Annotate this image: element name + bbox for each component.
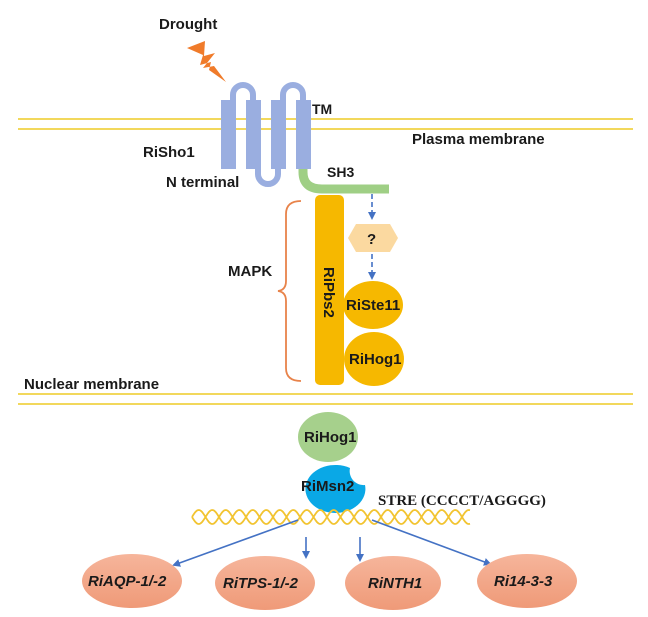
stre-label: STRE (CCCCT/AGGGG) — [378, 493, 546, 509]
gene-node-ri1433 — [477, 554, 577, 608]
gene-label-ri1433: Ri14-3-3 — [494, 573, 553, 590]
n-terminal-label: N terminal — [166, 174, 239, 191]
sh3-label: SH3 — [327, 164, 354, 180]
unknown-component — [348, 224, 398, 252]
unknown-label: ? — [367, 231, 376, 248]
rihog1-cyto-label: RiHog1 — [349, 351, 402, 368]
dna-helix — [191, 509, 471, 525]
arrow-to-ri1433 — [371, 519, 492, 566]
rihog1-nuclear-label: RiHog1 — [304, 429, 357, 446]
rimsn2-label: RiMsn2 — [301, 478, 354, 495]
rihog1-nuclear-node — [298, 412, 358, 462]
risho1-label: RiSho1 — [143, 144, 195, 161]
lightning-bolt-icon — [187, 41, 226, 82]
tm-label: TM — [312, 101, 332, 117]
riste11-label: RiSte11 — [346, 297, 400, 314]
gene-node-rinth1 — [345, 556, 441, 610]
nuclear-membrane-label: Nuclear membrane — [24, 376, 159, 393]
gene-label-ritps: RiTPS-1/-2 — [223, 575, 299, 592]
nuclear-membrane — [18, 393, 633, 405]
arrow-to-riaqp — [172, 519, 299, 567]
mapk-label: MAPK — [228, 263, 272, 280]
gene-node-ritps — [215, 556, 315, 610]
rihog1-cyto-node — [344, 332, 404, 386]
plasma-membrane — [18, 118, 633, 130]
mapk-bracket — [277, 200, 302, 382]
gene-node-riaqp — [82, 554, 182, 608]
riste11-node — [343, 281, 403, 329]
dna-strand-1 — [191, 509, 471, 525]
rimsn2-node — [305, 464, 366, 513]
gene-label-rinth1: RiNTH1 — [368, 575, 422, 592]
dna-strand-2 — [191, 509, 471, 525]
plasma-membrane-label: Plasma membrane — [412, 131, 545, 148]
ripbs2-label: RiPbs2 — [320, 267, 337, 318]
drought-label: Drought — [159, 16, 217, 33]
risho1-receptor — [221, 82, 311, 187]
ripbs2-scaffold — [315, 195, 344, 385]
sh3-domain — [298, 169, 389, 194]
gene-label-riaqp: RiAQP-1/-2 — [88, 573, 167, 590]
